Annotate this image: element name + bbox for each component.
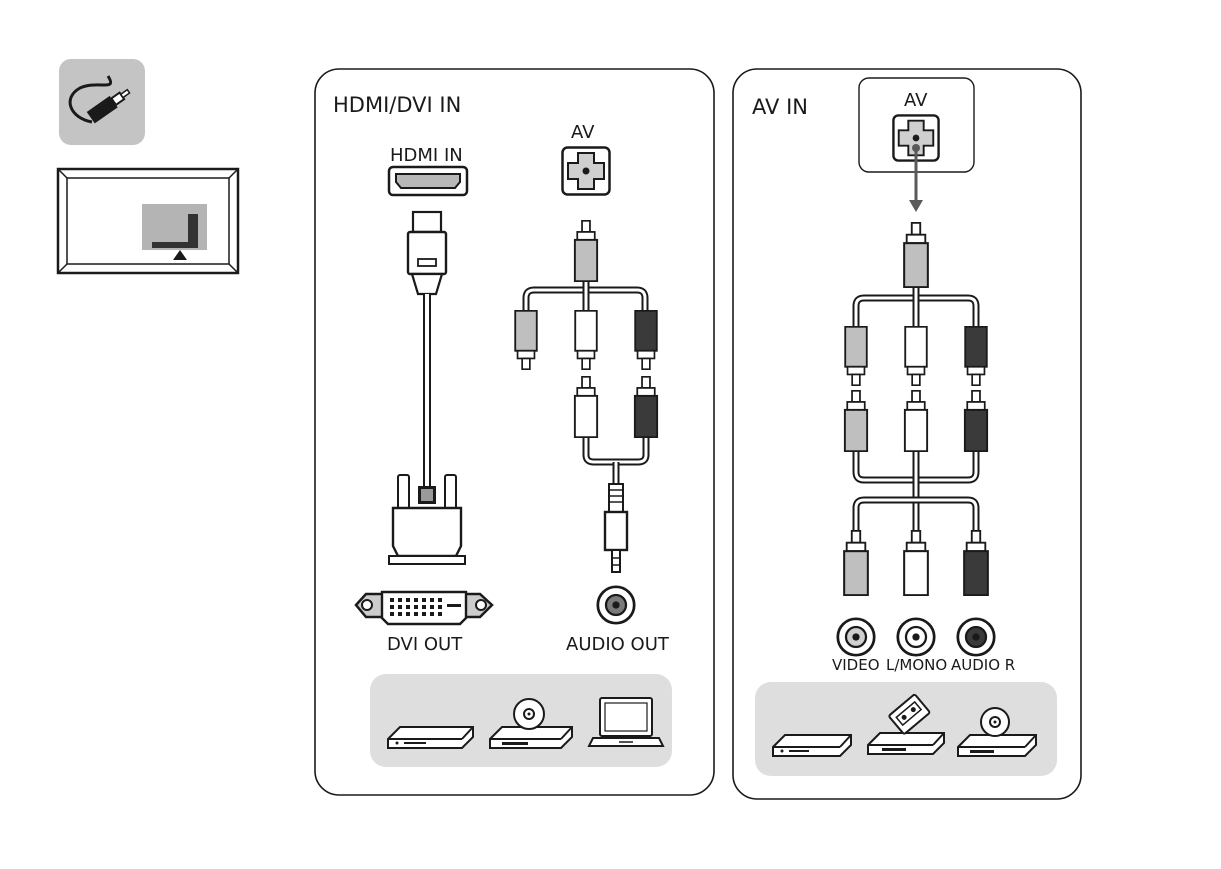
set-top-box-icon — [388, 727, 473, 748]
audio-right-jack-icon — [958, 619, 994, 655]
av-socket-icon — [563, 148, 610, 195]
dvi-out-label: DVI OUT — [387, 634, 463, 655]
video-label: VIDEO — [832, 656, 880, 674]
hdmi-in-label: HDMI IN — [390, 145, 463, 166]
av-label: AV — [904, 90, 928, 111]
panel-title: AV IN — [752, 95, 808, 119]
video-jack-icon — [838, 619, 874, 655]
audio-out-label: AUDIO OUT — [566, 634, 670, 655]
panel-title: HDMI/DVI IN — [333, 93, 461, 117]
audio-r-label: AUDIO R — [951, 656, 1015, 674]
hdmi-port-icon — [389, 167, 467, 195]
hdmi-dvi-panel: HDMI/DVI IN HDMI IN — [315, 69, 714, 795]
av-label: AV — [571, 122, 595, 143]
av-in-panel: AV IN AV — [733, 69, 1081, 799]
laptop-icon — [589, 698, 663, 746]
dvi-plug-icon — [389, 475, 465, 564]
audio-out-jack-icon — [598, 587, 634, 623]
audio-left-jack-icon — [898, 619, 934, 655]
cable-icon — [59, 59, 145, 145]
tv-back-panel-icon — [58, 169, 238, 273]
hdmi-plug-icon — [408, 212, 446, 294]
l-mono-label: L/MONO — [886, 656, 947, 674]
set-top-box-icon — [773, 735, 851, 756]
